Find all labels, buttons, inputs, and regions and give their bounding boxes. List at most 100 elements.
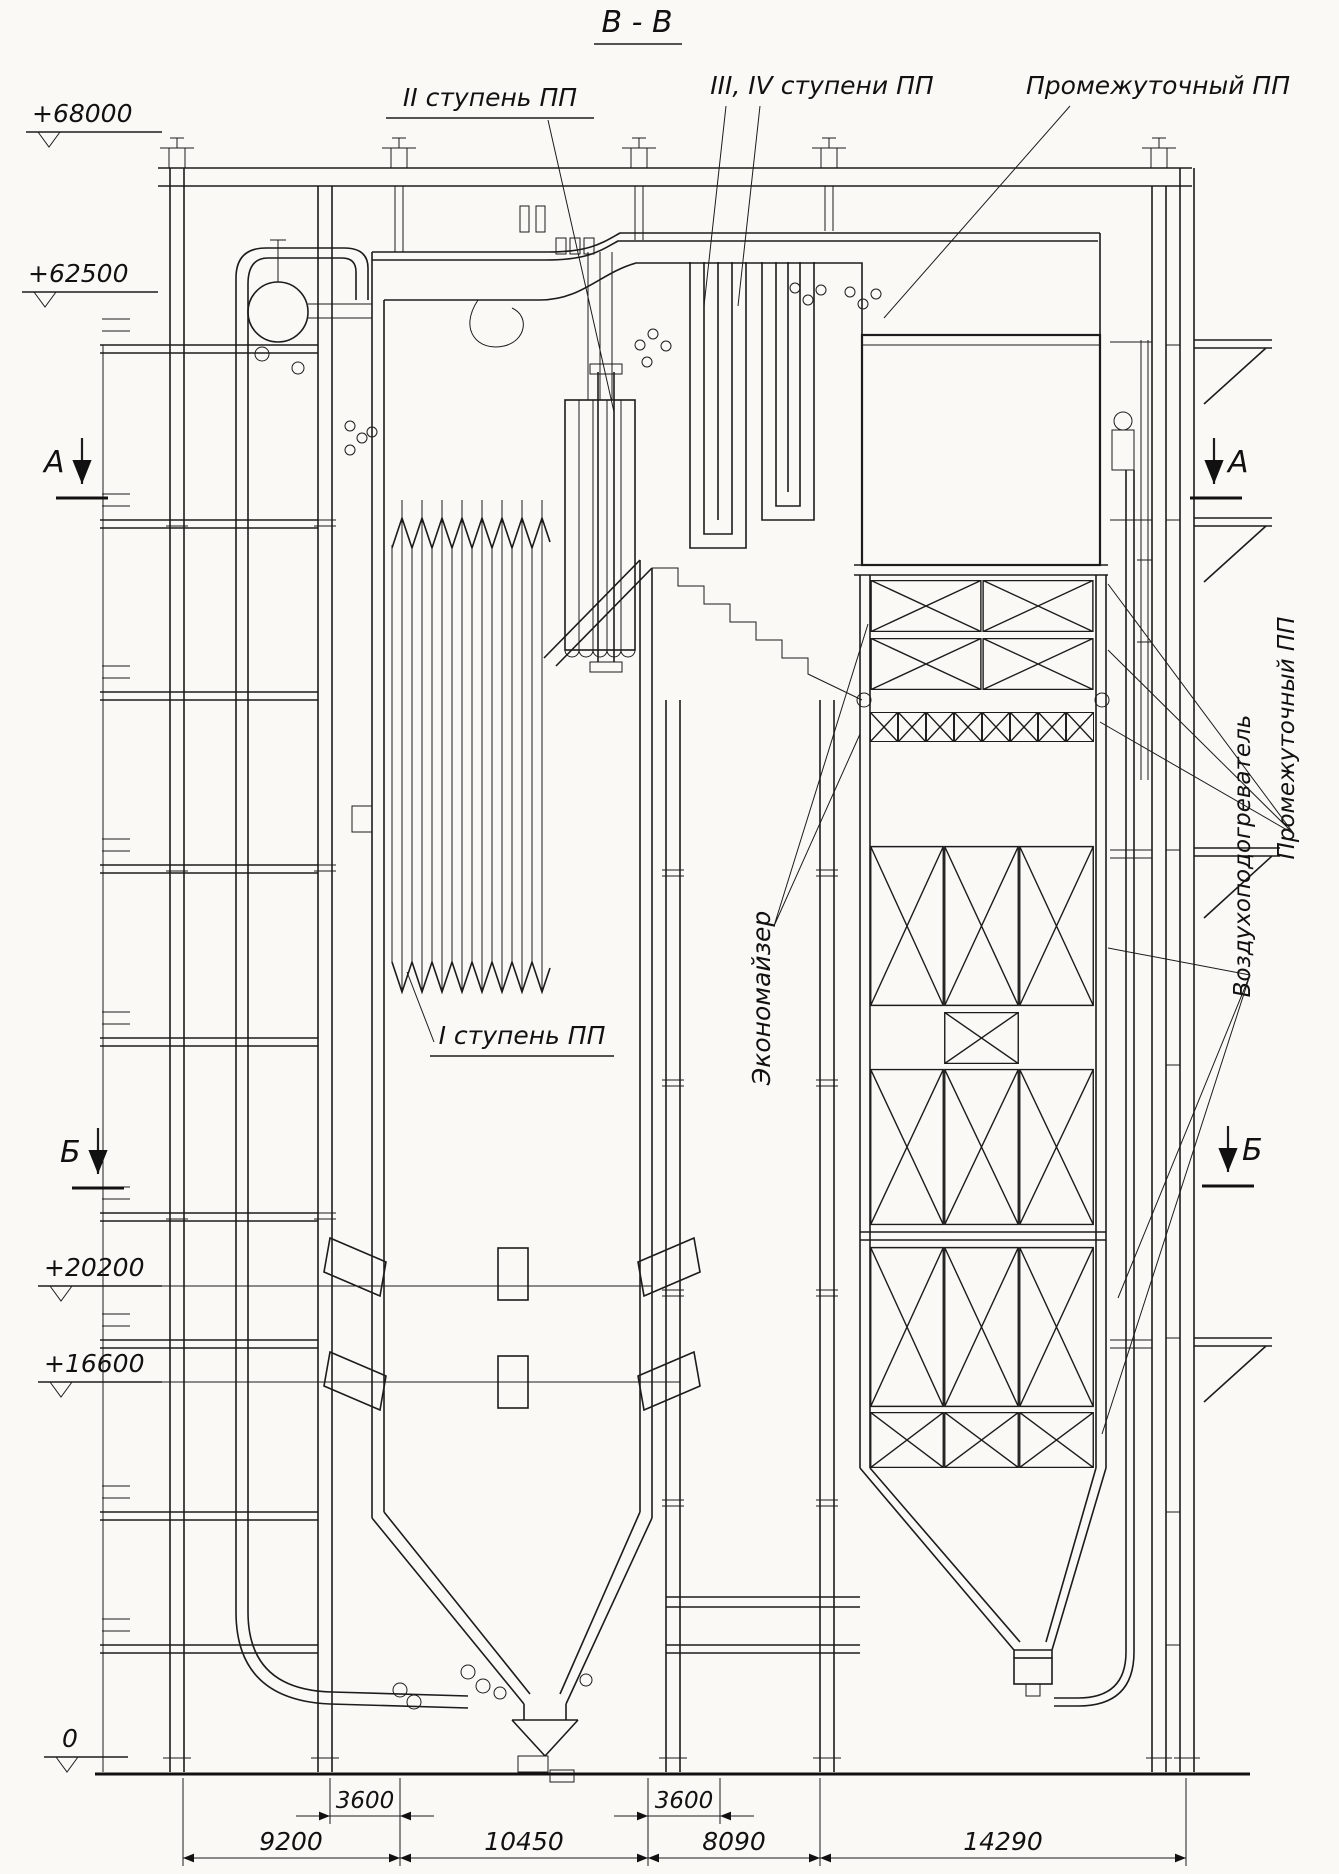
- air-heater-divider: [860, 1231, 1106, 1241]
- left-stair-flights: [102, 318, 130, 1632]
- shaft-flange: [854, 564, 1108, 576]
- air-heater-cube: [1019, 1412, 1094, 1468]
- economizer-cell: [1038, 712, 1066, 742]
- stage1-panel-tubes: [391, 520, 543, 990]
- mid-column-right: [819, 700, 835, 1772]
- economizer-cell: [982, 712, 1010, 742]
- section-b-left: Б: [60, 1135, 81, 1170]
- drum-wall-pipes: [308, 303, 372, 319]
- burner-right-lower: [637, 1350, 701, 1412]
- lower-header: [579, 1673, 593, 1687]
- section-a-right: А: [1226, 445, 1249, 480]
- economizer-cell: [870, 712, 898, 742]
- label-stage2: II ступень ПП: [403, 83, 577, 112]
- burner-left-lower: [323, 1350, 387, 1412]
- elevation-zero: 0: [62, 1724, 78, 1753]
- penthouse-seal: [583, 237, 595, 255]
- stage2-suspension-rods: [587, 252, 613, 400]
- stage2-header: [647, 328, 659, 340]
- right-inner-column: [1151, 186, 1167, 1772]
- right-column-rungs: [1166, 344, 1180, 1646]
- stage34-header: [870, 288, 882, 300]
- roof-seal-box: [519, 205, 530, 233]
- drum-fitting: [291, 361, 305, 375]
- label-stage2-leader: [547, 119, 615, 413]
- convective-shaft: [854, 333, 1152, 1707]
- side-hanger-rods: [1137, 340, 1152, 780]
- right-outer-column: [1179, 168, 1195, 1772]
- stage34-header: [857, 298, 869, 310]
- section-markers: А А Б Б: [42, 438, 1263, 1190]
- economizer-cell: [1066, 712, 1094, 742]
- stage2-header: [660, 340, 672, 352]
- label-stage34-leaders: [703, 105, 761, 307]
- right-inner-ties: [1110, 341, 1152, 1349]
- label-stage1-leader: [406, 971, 435, 1043]
- furnace: [351, 252, 863, 1783]
- elevation-20200-mark: [49, 1285, 73, 1302]
- penthouse-seal: [555, 237, 567, 255]
- label-economizer-leaders: [773, 623, 869, 927]
- stage34-panel-2: [761, 262, 815, 521]
- elevation-marks: +68000 +62500 +20200 +16600 0: [22, 99, 680, 1773]
- slag-box: [517, 1755, 549, 1773]
- stepped-floor: [652, 567, 863, 701]
- beam-hanger-rods: [394, 186, 834, 252]
- stage1-hangers: [401, 500, 543, 518]
- drum-and-piping: [235, 239, 524, 1709]
- stage2-tubes: [578, 400, 622, 650]
- lower-header: [493, 1686, 507, 1700]
- elevation-68000-mark: [37, 131, 61, 148]
- header-fitting: [344, 420, 356, 432]
- elevation-zero-mark: [55, 1756, 79, 1773]
- burner-left-upper: [323, 1236, 387, 1298]
- lower-header: [475, 1678, 491, 1694]
- furnace-left-wall: [371, 252, 385, 1518]
- elevation-62500-mark: [33, 291, 57, 308]
- steam-drum: [247, 281, 309, 343]
- header-fitting: [356, 432, 368, 444]
- shaft-walls: [859, 575, 1107, 1468]
- label-economizer: Экономайзер: [747, 911, 776, 1086]
- extension-lines: [182, 1778, 1187, 1866]
- component-labels: В - В II ступень ПП III, IV ступени ПП П…: [386, 5, 1300, 1435]
- air-heater-cube: [1019, 1246, 1094, 1408]
- column-caps: [160, 137, 1176, 168]
- stage2-header: [641, 356, 653, 368]
- dim-3600-right: 3600: [655, 1788, 714, 1814]
- shaft-hopper-outlet: [1013, 1657, 1053, 1685]
- slag-box: [549, 1769, 575, 1783]
- view-title: В - В: [601, 5, 672, 40]
- mid-column-left: [665, 700, 681, 1772]
- stage34-header: [844, 286, 856, 298]
- economizer-cell: [926, 712, 954, 742]
- burner-right-upper: [637, 1236, 701, 1298]
- drum-fitting: [254, 346, 270, 362]
- top-beam: [158, 167, 1192, 187]
- air-heater-cube: [1019, 845, 1094, 1007]
- stage2-bundle: [564, 399, 636, 651]
- stage34-panel-1: [689, 262, 747, 549]
- intermediate-pp-cell: [870, 580, 982, 632]
- side-vessel-cap: [1113, 411, 1133, 431]
- air-heater-cube: [870, 1068, 944, 1226]
- left-outer-column: [169, 168, 185, 1772]
- stage1-bottom-zigzag: [391, 959, 551, 995]
- shaft-trunnion: [856, 692, 872, 708]
- label-intermediate-top-leader: [883, 105, 1071, 319]
- intermediate-pp-cell: [870, 638, 982, 690]
- elevation-62500: +62500: [28, 259, 128, 288]
- air-heater-cube: [870, 845, 944, 1007]
- duct-ceiling-upper: [372, 232, 1100, 261]
- dim-14290: 14290: [963, 1827, 1043, 1856]
- section-a-left: А: [42, 445, 65, 480]
- lower-header: [406, 1694, 422, 1710]
- elevation-16600: +16600: [44, 1349, 144, 1378]
- drum-top-stub: [270, 239, 286, 282]
- side-downpipe: [1054, 470, 1135, 1707]
- intermediate-pp-cell: [982, 638, 1094, 690]
- stage2-hanger-beam: [597, 372, 615, 662]
- duct-ceiling-lower: [384, 262, 863, 335]
- pipe-loop: [235, 247, 369, 425]
- stage2-hanger-head: [589, 363, 623, 375]
